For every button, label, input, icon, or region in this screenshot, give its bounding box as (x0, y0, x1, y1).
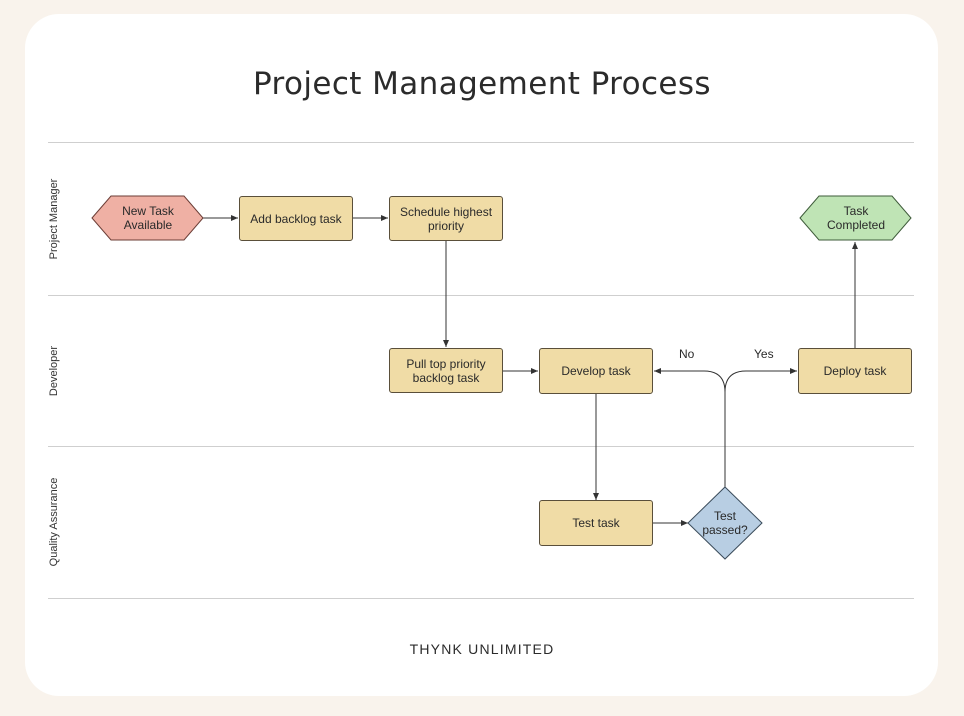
edge-no (654, 368, 726, 487)
decision-shape (687, 486, 763, 560)
footer-brand: THYNK UNLIMITED (409, 641, 555, 657)
edge-yes (724, 368, 797, 393)
node-task-completed: Task Completed (826, 204, 886, 232)
diagram-title: Project Management Process (253, 66, 711, 102)
node-deploy: Deploy task (798, 348, 912, 394)
node-schedule: Schedule highest priority (389, 196, 503, 241)
node-test-passed: Test passed? (702, 509, 748, 537)
edge-label-yes: Yes (754, 347, 774, 361)
start-shape (91, 195, 204, 241)
node-add-backlog: Add backlog task (239, 196, 353, 241)
node-new-task: New Task Available (122, 204, 174, 232)
lane-divider (48, 598, 914, 599)
lane-divider (48, 446, 914, 447)
node-test: Test task (539, 500, 653, 546)
lane-divider (48, 295, 914, 296)
node-develop: Develop task (539, 348, 653, 394)
end-shape (799, 195, 912, 241)
node-pull-top: Pull top priority backlog task (389, 348, 503, 393)
edge-label-no: No (679, 347, 695, 361)
lane-divider (48, 142, 914, 143)
